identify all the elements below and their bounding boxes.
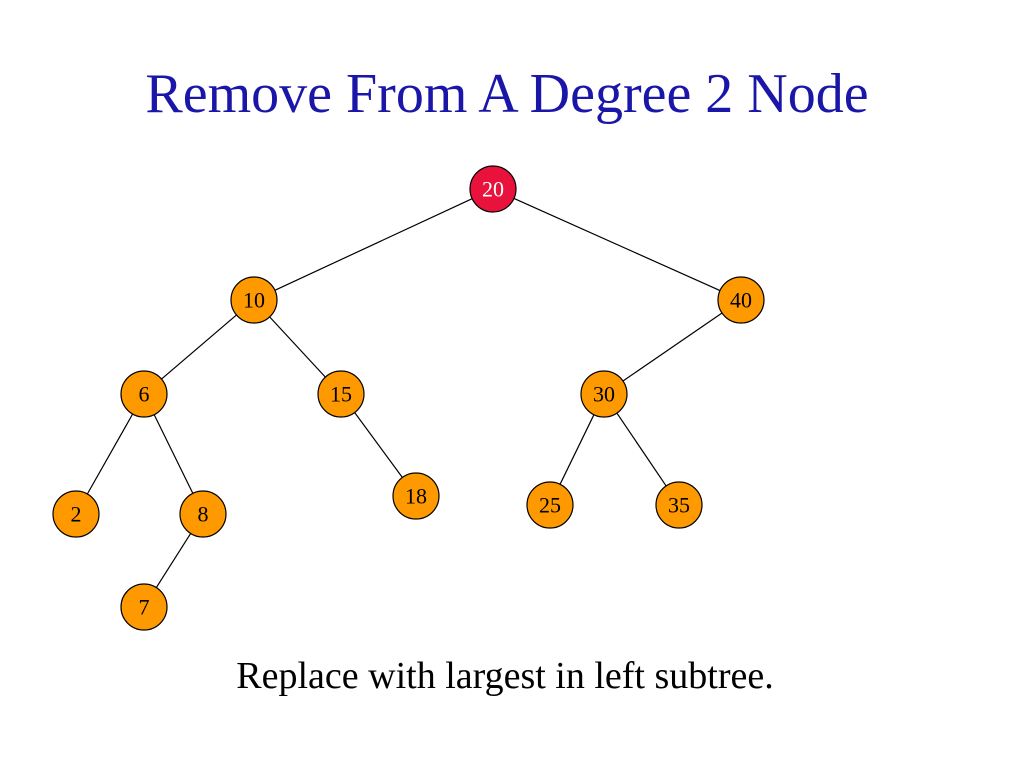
node-circle	[179, 490, 227, 538]
node-label: 35	[668, 493, 690, 518]
tree-edge	[155, 533, 192, 588]
node-circle	[230, 276, 278, 324]
tree-edge	[153, 414, 194, 494]
node-circle	[717, 276, 765, 324]
node-label: 25	[539, 493, 561, 518]
node-circle	[392, 472, 440, 520]
node-label: 15	[330, 382, 352, 407]
tree-node-15: 15	[317, 370, 365, 418]
node-circle	[120, 370, 168, 418]
node-label: 20	[482, 177, 504, 202]
tree-edge	[559, 414, 595, 485]
tree-node-7: 7	[120, 583, 168, 631]
tree-edge	[354, 412, 403, 478]
node-label: 30	[593, 382, 615, 407]
node-circle	[120, 583, 168, 631]
node-label: 18	[405, 484, 427, 509]
tree-edge	[616, 412, 667, 487]
node-circle	[526, 481, 574, 529]
tree-edge	[161, 314, 237, 380]
tree-edge	[274, 198, 473, 291]
node-label: 7	[139, 595, 150, 620]
tree-node-30: 30	[580, 370, 628, 418]
tree-node-35: 35	[655, 481, 703, 529]
tree-edge	[86, 413, 134, 495]
node-circle	[469, 165, 517, 213]
tree-edge	[622, 312, 723, 382]
node-label: 8	[198, 502, 209, 527]
tree-node-18: 18	[392, 472, 440, 520]
tree-node-25: 25	[526, 481, 574, 529]
slide-title: Remove From A Degree 2 Node	[145, 63, 869, 125]
node-circle	[52, 490, 100, 538]
tree-node-20: 20	[469, 165, 517, 213]
tree-node-10: 10	[230, 276, 278, 324]
node-circle	[317, 370, 365, 418]
tree-edge	[513, 197, 721, 292]
node-label: 40	[730, 288, 752, 313]
node-circle	[580, 370, 628, 418]
tree-edge	[269, 316, 326, 378]
tree-node-6: 6	[120, 370, 168, 418]
tree-nodes: 20 10 40 6 15 30 2 8 18 25 35 7	[52, 165, 765, 631]
slide-caption: Replace with largest in left subtree.	[236, 655, 774, 697]
tree-node-40: 40	[717, 276, 765, 324]
node-circle	[655, 481, 703, 529]
tree-edges	[86, 197, 723, 588]
node-label: 6	[139, 382, 150, 407]
tree-node-8: 8	[179, 490, 227, 538]
node-label: 10	[243, 288, 265, 313]
tree-node-2: 2	[52, 490, 100, 538]
node-label: 2	[71, 502, 82, 527]
